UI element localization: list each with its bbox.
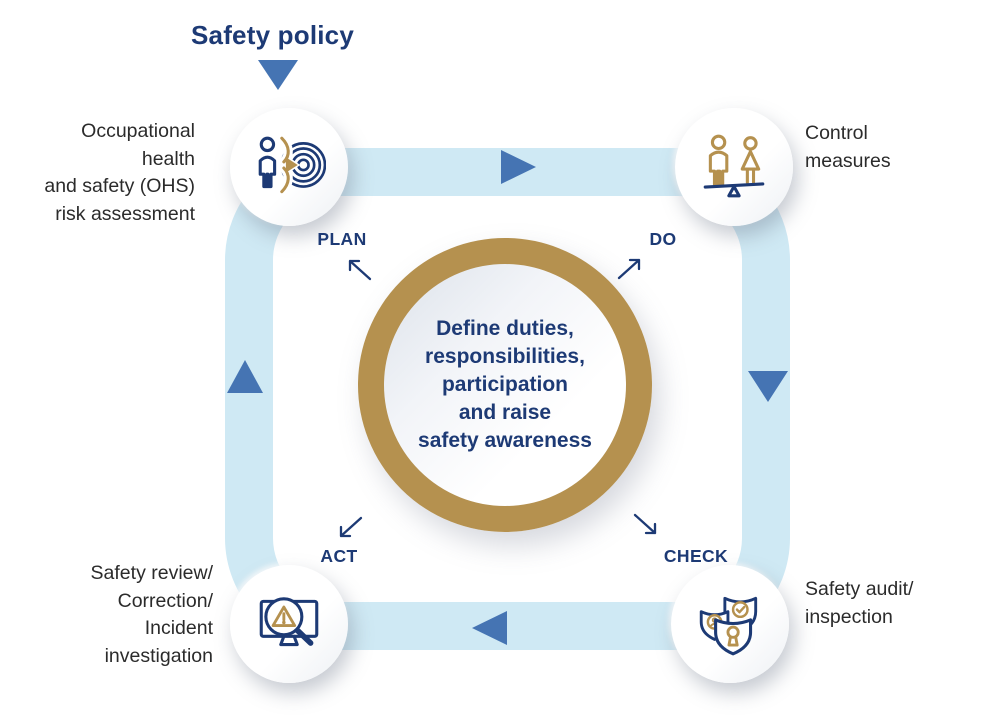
flow-arrow-up-icon	[227, 360, 263, 393]
label-plan: PLAN	[317, 229, 367, 249]
node-plan-circle	[230, 108, 348, 226]
label-do: DO	[649, 229, 677, 249]
node-act-circle	[230, 565, 348, 683]
flow-arrow-left-icon	[472, 611, 507, 645]
title-down-triangle-icon	[258, 60, 298, 90]
person-target-icon	[258, 133, 326, 197]
monitor-magnifier-alert-icon	[259, 597, 319, 647]
people-balance-icon	[703, 134, 765, 198]
caption-safety-audit: Safety audit/ inspection	[805, 578, 914, 628]
caption-control-measures: Control measures	[805, 122, 891, 172]
act-pointer-arrow-icon	[339, 516, 363, 538]
security-shields-icon	[699, 596, 758, 656]
caption-risk-assessment: Occupational health and safety (OHS) ris…	[44, 120, 195, 225]
center-circle: Define duties, responsibilities, partici…	[358, 238, 652, 532]
do-pointer-arrow-icon	[617, 258, 641, 280]
center-message: Define duties, responsibilities, partici…	[418, 317, 592, 452]
node-check-circle	[671, 565, 789, 683]
caption-safety-review: Safety review/ Correction/ Incident inve…	[90, 562, 213, 667]
flow-arrow-down-icon	[748, 371, 788, 402]
plan-pointer-arrow-icon	[348, 259, 372, 281]
node-do-circle	[675, 108, 793, 226]
label-check: CHECK	[663, 546, 729, 566]
diagram-title: Safety policy	[191, 20, 354, 50]
flow-arrow-right-icon	[501, 150, 536, 184]
label-act: ACT	[320, 546, 358, 566]
check-pointer-arrow-icon	[633, 513, 657, 535]
